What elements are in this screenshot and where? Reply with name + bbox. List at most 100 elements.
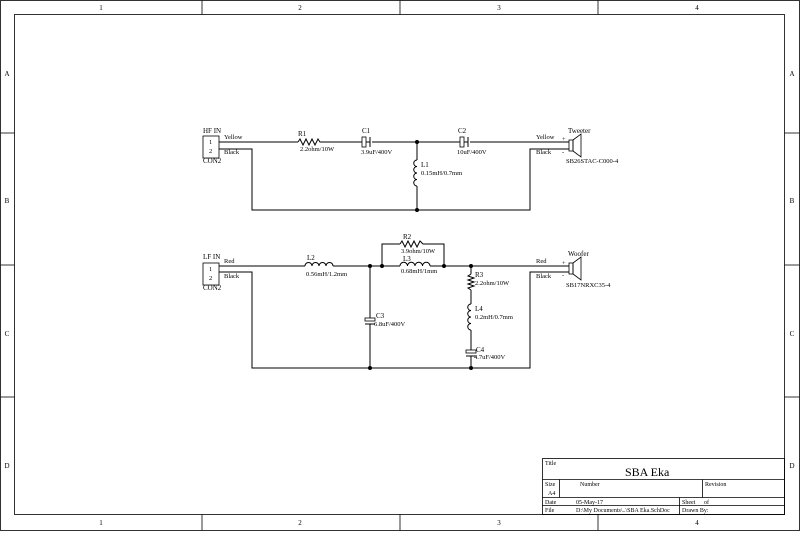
- lf-junction-c4-bottom: [469, 366, 473, 370]
- file-label: File: [545, 508, 555, 514]
- col-label-1-bottom: 1: [99, 519, 103, 527]
- row-label-b-left: B: [5, 197, 10, 205]
- border-row-labels: A B C D A B C D: [4, 70, 794, 470]
- lf-circuit: LF IN CON2 1 2 Red Black: [202, 233, 611, 370]
- sheet-label: Sheet: [682, 500, 696, 506]
- hf-l1-ref: L1: [421, 161, 429, 169]
- lf-junction-r3-top: [469, 264, 473, 268]
- lf-junction-r2-left: [380, 264, 384, 268]
- lf-l4-inductor: L4 0.2mH/0.7mm: [467, 303, 513, 331]
- woofer-minus: -: [562, 272, 564, 279]
- lf-l2-ref: L2: [307, 254, 315, 262]
- woofer-name: Woofer: [568, 250, 589, 258]
- title-block: Title SBA Eka Size A4 Number Revision Da…: [542, 458, 785, 515]
- lf-c4-capacitor: C4 4.7uF/400V: [465, 346, 506, 361]
- lf-l4-value: 0.2mH/0.7mm: [475, 314, 513, 321]
- tweeter-name: Tweeter: [568, 127, 591, 135]
- hf-connector: HF IN CON2 1 2: [202, 127, 222, 165]
- woofer-speaker: Red Black + - Woofer SB17NRXC35-4: [536, 250, 611, 289]
- hf-c1-ref: C1: [362, 127, 371, 135]
- row-label-b-right: B: [790, 197, 795, 205]
- size-value: A4: [548, 491, 555, 497]
- row-label-c-left: C: [5, 330, 10, 338]
- lf-connector: LF IN CON2 1 2: [202, 253, 222, 292]
- lf-l3-inductor: L3 0.68mH/1mm: [399, 255, 437, 275]
- hf-wire-yellow-label: Yellow: [224, 134, 243, 141]
- date-value: 05-May-17: [576, 500, 603, 506]
- lf-pin-1: 1: [209, 266, 212, 273]
- hf-out-black-label: Black: [536, 149, 552, 156]
- hf-pin-2: 2: [209, 148, 212, 155]
- tweeter-model: SB26STAC-C000-4: [566, 158, 619, 165]
- col-label-4-top: 4: [695, 4, 699, 12]
- hf-l1-value: 0.15mH/0.7mm: [421, 170, 462, 177]
- lf-wires: [219, 243, 562, 369]
- row-label-c-right: C: [790, 330, 795, 338]
- woofer-plus: +: [562, 260, 566, 267]
- lf-c3-value: 6.8uF/400V: [374, 321, 406, 328]
- hf-c1-capacitor: C1 3.9uF/400V: [361, 127, 393, 156]
- hf-pin-1: 1: [209, 139, 212, 146]
- lf-r2-resistor: R2 3.9ohm/10W: [399, 233, 436, 255]
- file-value: D:\My Documents\..\SBA Eka.SchDoc: [576, 508, 670, 514]
- hf-r1-resistor: R1 2.2ohm/10W: [297, 130, 335, 153]
- hf-junction-bottom: [415, 208, 419, 212]
- row-label-d-right: D: [789, 462, 794, 470]
- row-label-d-left: D: [4, 462, 9, 470]
- lf-out-black-label: Black: [536, 273, 552, 280]
- drawing-title: SBA Eka: [625, 465, 670, 479]
- col-label-2-top: 2: [298, 4, 302, 12]
- lf-l2-value: 0.56mH/1.2mm: [306, 271, 347, 278]
- lf-l4-ref: L4: [475, 305, 483, 313]
- tweeter-plus: +: [562, 136, 566, 143]
- lf-c3-capacitor: C3 6.8uF/400V: [364, 312, 406, 328]
- hf-connector-ref: CON2: [203, 157, 222, 165]
- hf-r1-ref: R1: [298, 130, 307, 138]
- col-label-2-bottom: 2: [298, 519, 302, 527]
- lf-junction-c3-top: [368, 264, 372, 268]
- hf-c2-value: 10uF/400V: [457, 149, 487, 156]
- drawn-by-label: Drawn By:: [682, 508, 709, 514]
- sheet-of: of: [704, 499, 709, 506]
- border-column-labels: 1 2 3 4 1 2 3 4: [99, 4, 699, 527]
- lf-r3-ref: R3: [475, 271, 484, 279]
- hf-l1-inductor: L1 0.15mH/0.7mm: [413, 159, 462, 187]
- woofer-model: SB17NRXC35-4: [566, 282, 611, 289]
- lf-r3-resistor: R3 2.2ohm/10W: [466, 271, 510, 291]
- lf-wire-red-label: Red: [224, 258, 235, 265]
- tweeter-minus: -: [562, 149, 564, 156]
- row-label-a-left: A: [4, 70, 9, 78]
- col-label-3-bottom: 3: [497, 519, 501, 527]
- size-label: Size: [545, 482, 556, 488]
- lf-connector-title: LF IN: [203, 253, 220, 261]
- lf-l3-value: 0.68mH/1mm: [401, 268, 437, 275]
- lf-r2-value: 3.9ohm/10W: [401, 248, 436, 255]
- hf-connector-title: HF IN: [203, 127, 221, 135]
- lf-out-red-label: Red: [536, 258, 547, 265]
- lf-c4-value: 4.7uF/400V: [474, 354, 506, 361]
- hf-c2-capacitor: C2 10uF/400V: [457, 127, 487, 156]
- lf-l3-ref: L3: [403, 255, 411, 263]
- hf-circuit: HF IN CON2 1 2 Yellow Black R1 2.2ohm/10…: [202, 127, 619, 212]
- lf-r3-value: 2.2ohm/10W: [475, 280, 510, 287]
- lf-junction-c3-bottom: [368, 366, 372, 370]
- lf-junction-r2-right: [442, 264, 446, 268]
- lf-pin-2: 2: [209, 275, 212, 282]
- date-label: Date: [545, 500, 557, 506]
- lf-connector-ref: CON2: [203, 284, 222, 292]
- lf-r2-ref: R2: [403, 233, 412, 241]
- revision-label: Revision: [705, 482, 726, 488]
- col-label-4-bottom: 4: [695, 519, 699, 527]
- lf-c3-ref: C3: [376, 312, 385, 320]
- hf-r1-value: 2.2ohm/10W: [300, 146, 335, 153]
- lf-c4-ref: C4: [476, 346, 485, 354]
- hf-c2-ref: C2: [458, 127, 467, 135]
- tweeter-speaker: Yellow Black + - Tweeter SB26STAC-C000-4: [536, 127, 619, 165]
- hf-junction-top: [415, 140, 419, 144]
- row-label-a-right: A: [789, 70, 794, 78]
- hf-wire-black-label: Black: [224, 149, 240, 156]
- lf-wire-black-label: Black: [224, 273, 240, 280]
- col-label-3-top: 3: [497, 4, 501, 12]
